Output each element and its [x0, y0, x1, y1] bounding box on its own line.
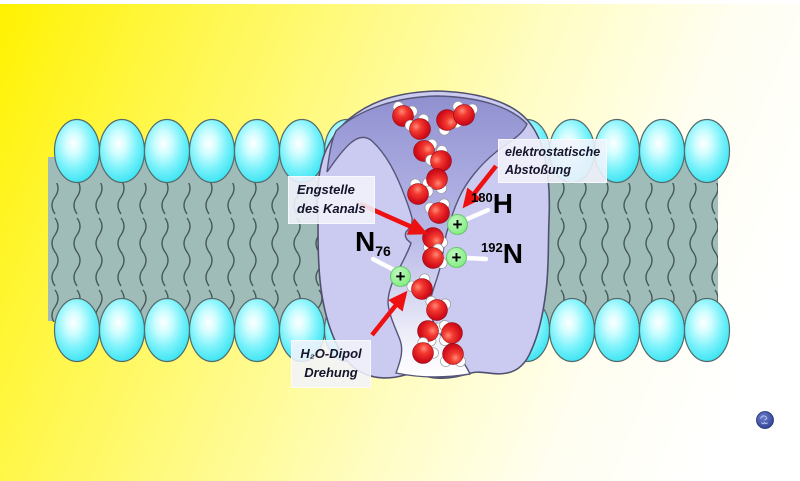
lipid-head [53, 297, 101, 363]
label-constriction: Engstelle des Kanals [288, 176, 375, 224]
label-constriction-line2: des Kanals [297, 200, 366, 216]
arrow-dipole [370, 290, 408, 337]
connector-h180 [462, 207, 491, 223]
lipid-head [188, 297, 236, 363]
slide-top-margin [0, 0, 800, 4]
residue-n76-sub: 76 [375, 243, 391, 259]
residue-h180-base: H [492, 188, 513, 219]
lipid-head [188, 118, 236, 184]
lipid-head [548, 297, 596, 363]
label-repulsion-line1: elektrostatische [505, 145, 601, 159]
residue-label-h180: 180H [471, 190, 513, 218]
positive-charge-badge: + [447, 214, 468, 235]
residue-label-n192: 192N [481, 240, 523, 268]
lipid-head [638, 118, 686, 184]
lipid-head [233, 297, 281, 363]
lipid-head [53, 118, 101, 184]
label-repulsion-line2: Abstoßung [505, 163, 571, 178]
label-electrostatic-repulsion: elektrostatische Abstoßung [498, 139, 608, 184]
lipid-head [278, 118, 326, 184]
residue-h180-sup: 180 [471, 190, 493, 205]
positive-charge-badge: + [390, 266, 411, 287]
watermark-logo [756, 411, 774, 429]
arrow-repulsion [462, 164, 498, 209]
lipid-head [683, 297, 731, 363]
lipid-head [233, 118, 281, 184]
connector-n192 [463, 255, 489, 262]
label-dipole-line1: H₂O-Dipol [300, 346, 362, 361]
label-dipole-line2: Drehung [304, 364, 358, 380]
lipid-head [143, 118, 191, 184]
charge-connectors [370, 207, 491, 273]
positive-charge-badge: + [446, 247, 467, 268]
lipid-head [593, 297, 641, 363]
lipid-head [143, 297, 191, 363]
residue-n192-sup: 192 [481, 240, 503, 255]
lipid-head [98, 297, 146, 363]
residue-label-n76: N76 [355, 226, 391, 259]
lipid-head [98, 118, 146, 184]
lipid-head [638, 297, 686, 363]
residue-n76-base: N [355, 226, 376, 257]
residue-n192-base: N [502, 238, 523, 269]
connector-n76 [370, 256, 397, 273]
label-water-dipole-rotation: H₂O-Dipol Drehung [291, 340, 371, 388]
label-constriction-line1: Engstelle [297, 182, 355, 197]
lipid-head [683, 118, 731, 184]
